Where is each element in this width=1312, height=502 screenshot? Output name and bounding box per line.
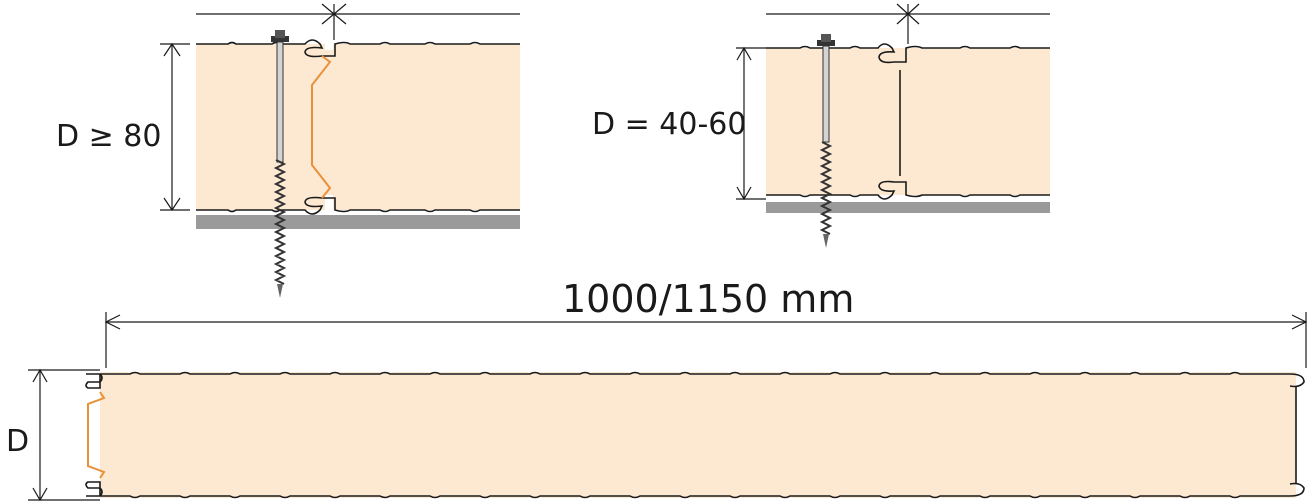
thickness-label-thick: D ≥ 80 xyxy=(56,119,161,154)
panel-width-label: 1000/1150 mm xyxy=(562,277,854,321)
left-panel-core xyxy=(766,48,900,195)
thickness-label-thin: D = 40-60 xyxy=(592,107,746,142)
detail-thin-panel: D = 40-60 xyxy=(592,3,1050,248)
self-drilling-screw-icon xyxy=(817,34,835,248)
bottom-skin xyxy=(85,481,1305,499)
bottom-skin xyxy=(766,180,1050,200)
detail-thick-panel: D ≥ 80 xyxy=(56,3,520,298)
right-panel-core xyxy=(900,48,1050,195)
self-drilling-screw-icon xyxy=(271,30,289,298)
top-skin xyxy=(85,371,1305,389)
left-edge-gasket xyxy=(87,391,106,479)
right-panel-core xyxy=(325,44,520,210)
thickness-label-generic: D xyxy=(6,424,29,459)
joint-gasket xyxy=(311,55,332,199)
left-panel-core xyxy=(196,44,333,210)
panel-core xyxy=(100,372,1296,498)
support-beam xyxy=(196,215,520,229)
full-panel-section: 1000/1150 mm D xyxy=(6,277,1308,502)
support-beam xyxy=(766,202,1050,213)
bottom-skin xyxy=(196,196,520,215)
top-skin xyxy=(766,43,1050,64)
top-skin xyxy=(196,39,520,58)
